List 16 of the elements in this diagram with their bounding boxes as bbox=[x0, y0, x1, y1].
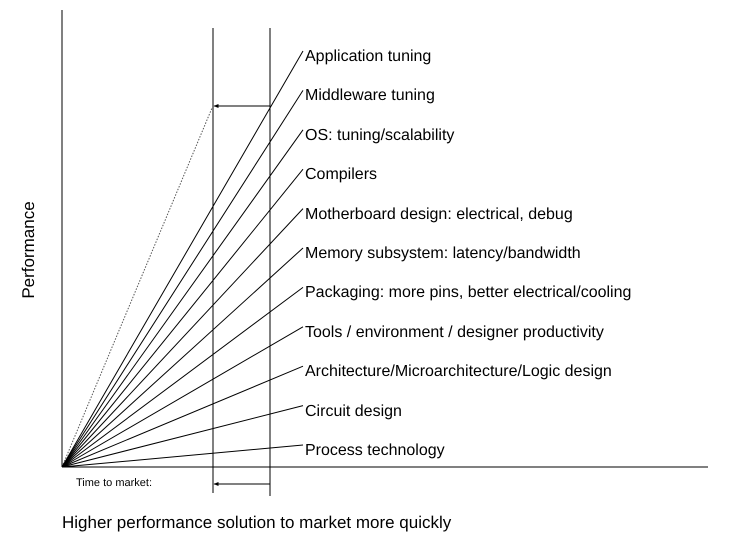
leader-line bbox=[62, 366, 304, 468]
factor-label: Memory subsystem: latency/bandwidth bbox=[303, 244, 583, 264]
factor-label: Process technology bbox=[303, 441, 447, 461]
factor-label: Architecture/Microarchitecture/Logic design bbox=[303, 362, 614, 382]
factor-label: Application tuning bbox=[303, 47, 434, 67]
factor-label: Middleware tuning bbox=[303, 86, 437, 106]
dimension-label: Time to market: bbox=[76, 477, 152, 489]
leader-line bbox=[62, 405, 304, 468]
axis-title: Performance bbox=[19, 200, 39, 301]
factor-label: Packaging: more pins, better electrical/cooling bbox=[303, 283, 634, 304]
factor-label: Circuit design bbox=[303, 402, 404, 422]
factor-label: Motherboard design: electrical, debug bbox=[303, 204, 575, 225]
caption: Higher performance solution to market more quickly bbox=[62, 513, 452, 533]
factor-label: Tools / environment / designer productivity bbox=[303, 322, 606, 343]
factor-label: Compilers bbox=[303, 165, 380, 186]
factor-label: OS: tuning/scalability bbox=[303, 126, 456, 146]
